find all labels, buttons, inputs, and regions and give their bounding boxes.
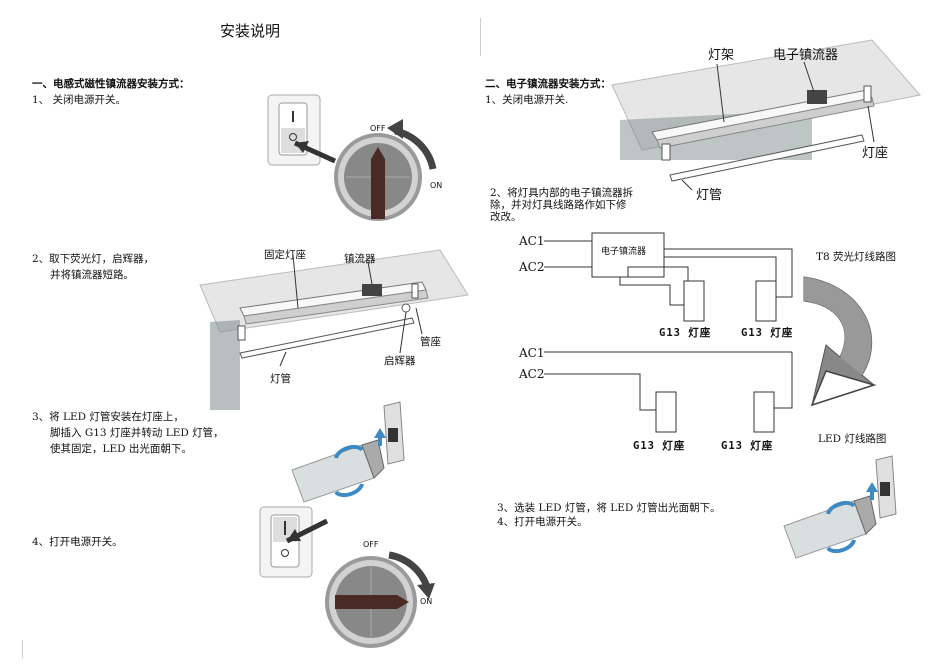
fixture-tube-label: 灯管 bbox=[270, 373, 291, 385]
switch-bottom-off-label: OFF bbox=[363, 540, 379, 549]
left-heading: 一、电感式磁性镇流器安装方式： bbox=[32, 78, 190, 90]
right-tube-install-illustration bbox=[783, 455, 897, 559]
led-g13-right-label: G13 灯座 bbox=[721, 440, 774, 452]
right-step2-line1: 2、将灯具内部的电子镇流器拆 bbox=[490, 187, 634, 199]
fixture-holder-label: 固定灯座 bbox=[264, 249, 306, 261]
led-ac1-label: AC1 bbox=[519, 346, 545, 360]
column-divider bbox=[480, 18, 481, 56]
left-step4: 4、打开电源开关。 bbox=[32, 536, 123, 548]
t8-g13-left-label: G13 灯座 bbox=[659, 327, 712, 339]
left-step3-line3: 使其固定，LED 出光面朝下。 bbox=[50, 443, 192, 455]
led-caption: LED 灯线路图 bbox=[818, 433, 887, 445]
switch-top-on-label: ON bbox=[430, 181, 443, 190]
t8-ballast-box-label: 电子镇流器 bbox=[601, 247, 647, 257]
left-step2-line2: 并将镇流器短路。 bbox=[50, 269, 134, 281]
corner-divider bbox=[22, 640, 23, 658]
right-fixture-frame-label: 灯架 bbox=[708, 48, 735, 63]
t8-g13-right-socket bbox=[755, 280, 777, 322]
switch-on-illustration bbox=[259, 506, 435, 648]
led-wiring-diagram bbox=[544, 351, 793, 433]
t8-g13-right-label: G13 灯座 bbox=[741, 327, 794, 339]
switch-top-off-label: OFF bbox=[370, 124, 386, 133]
fixture-illustration bbox=[199, 249, 469, 410]
right-step2-line2: 除，并对灯具线路路作如下修 bbox=[490, 199, 627, 211]
t8-ac2-label: AC2 bbox=[519, 260, 545, 274]
page-title: 安装说明 bbox=[219, 22, 280, 40]
led-g13-left-socket bbox=[655, 391, 677, 433]
curved-arrow-icon bbox=[803, 276, 877, 407]
right-step1: 1、关闭电源开关. bbox=[485, 94, 569, 106]
left-step2-line1: 2、取下荧光灯，启辉器， bbox=[32, 253, 155, 265]
right-fixture-ballast-label: 电子镇流器 bbox=[773, 48, 839, 63]
switch-off-illustration bbox=[267, 94, 437, 221]
right-step4: 4、打开电源开关。 bbox=[497, 516, 588, 528]
led-g13-left-label: G13 灯座 bbox=[633, 440, 686, 452]
fixture-socket-label: 管座 bbox=[420, 336, 441, 348]
fixture-starter-label: 启辉器 bbox=[384, 355, 416, 367]
switch-bottom-on-label: ON bbox=[420, 597, 433, 606]
right-step3: 3、选装 LED 灯管，将 LED 灯管出光面朝下。 bbox=[497, 502, 721, 514]
right-step2-line3: 改改。 bbox=[490, 211, 522, 223]
right-heading: 二、电子镇流器安装方式： bbox=[485, 78, 611, 90]
right-fixture-socket-label: 灯座 bbox=[862, 146, 889, 161]
right-fixture-tube-label: 灯管 bbox=[696, 188, 723, 203]
right-fixture-illustration bbox=[611, 39, 921, 191]
fixture-ballast-label: 镇流器 bbox=[344, 253, 376, 265]
t8-ac1-label: AC1 bbox=[519, 234, 545, 248]
left-step3-line2: 脚插入 G13 灯座并转动 LED 灯管， bbox=[50, 427, 224, 439]
led-g13-right-socket bbox=[753, 391, 775, 433]
tube-install-illustration bbox=[291, 401, 405, 503]
left-step1: 1、 关闭电源开关。 bbox=[32, 94, 127, 106]
t8-g13-left-socket bbox=[683, 280, 705, 322]
left-step3-line1: 3、将 LED 灯管安装在灯座上， bbox=[32, 411, 184, 423]
led-ac2-label: AC2 bbox=[519, 367, 545, 381]
t8-caption: T8 荧光灯线路图 bbox=[816, 251, 897, 263]
t8-wiring-diagram bbox=[544, 232, 793, 322]
